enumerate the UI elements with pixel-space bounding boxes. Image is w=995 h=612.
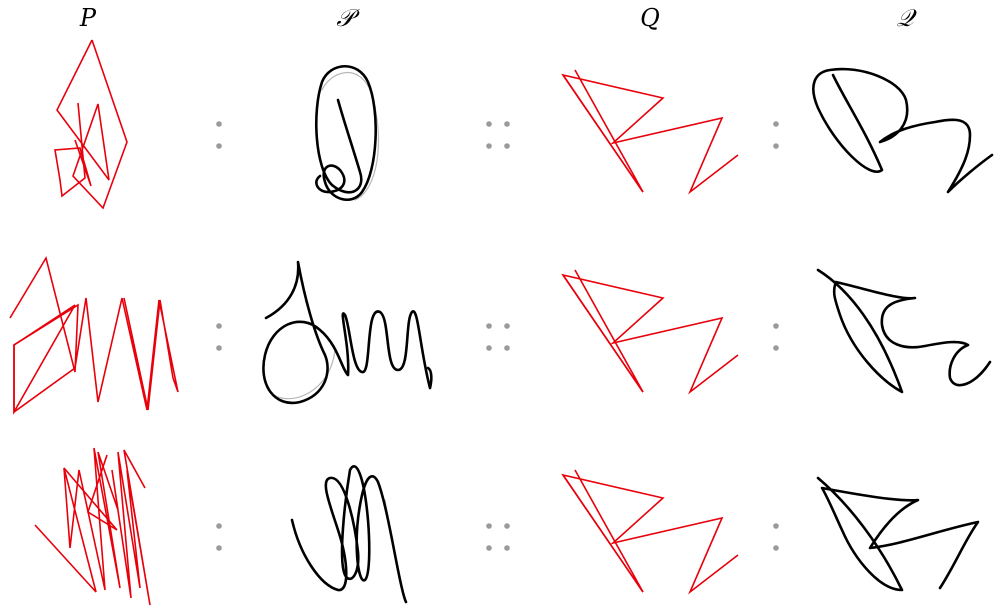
polyline-p-row2-b (14, 305, 75, 412)
row-2 (10, 258, 990, 412)
curve-p-row1 (316, 66, 375, 199)
separator-colon-p-row2 (216, 323, 222, 351)
curve-q-row2 (818, 270, 990, 392)
separator-colon-q-row1 (773, 121, 779, 149)
row-1 (55, 40, 992, 208)
curve-p-row2 (263, 262, 431, 403)
separator-colon-p-row1 (216, 121, 222, 149)
polyline-q-row1-b (563, 75, 643, 192)
curve-q-row3 (818, 478, 978, 590)
polyline-q-row2 (563, 270, 738, 392)
polyline-q-row1 (563, 70, 738, 192)
separator-proportion-row3 (486, 523, 510, 551)
polyline-q-row2-b (563, 275, 643, 392)
header-p: P (79, 4, 97, 32)
separator-proportion-row2 (486, 323, 510, 351)
polyline-p-row3 (35, 448, 150, 605)
separator-colon-q-row2 (773, 323, 779, 351)
header-q: Q (640, 4, 660, 32)
polyline-q-row3-b (563, 475, 643, 592)
separator-colon-p-row3 (216, 523, 222, 551)
separator-colon-q-row3 (773, 523, 779, 551)
curve-q-row1 (813, 69, 992, 192)
polyline-q-row3 (563, 470, 738, 592)
header-p-script: 𝒫 (336, 4, 360, 32)
separator-proportion-row1 (486, 121, 510, 149)
header-q-script: 𝒬 (896, 4, 917, 32)
polyline-p-row1 (57, 40, 127, 208)
curve-p-row3 (292, 466, 406, 602)
polyline-p-row2 (10, 258, 178, 412)
